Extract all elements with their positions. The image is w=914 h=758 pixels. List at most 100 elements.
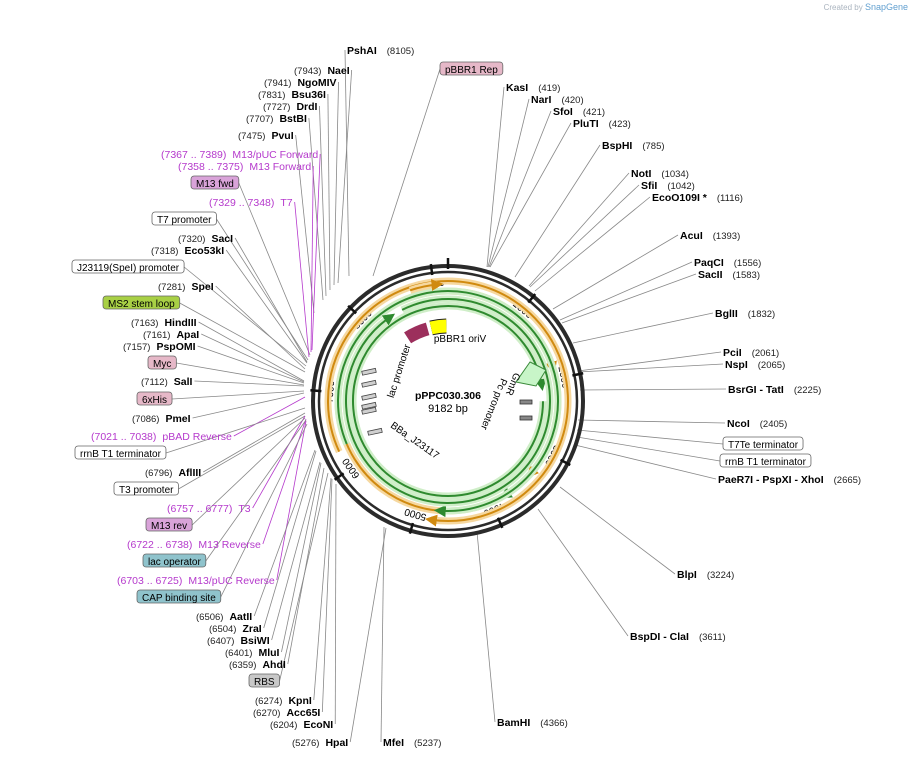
site-position: (7367 .. 7389) xyxy=(161,149,226,161)
site-position: (7320) xyxy=(178,234,205,245)
label-SfoI[interactable]: SfoI(421) xyxy=(553,106,605,118)
label-KpnI[interactable]: (6274)KpnI xyxy=(255,695,312,707)
label-MfeI[interactable]: MfeI(5237) xyxy=(383,737,441,749)
label-SalI[interactable]: (7112)SalI xyxy=(141,376,193,388)
label-AatII[interactable]: (6506)AatII xyxy=(196,611,252,623)
label-T3prom[interactable]: T3 promoter xyxy=(113,481,179,496)
label-BsrGI[interactable]: BsrGI - TatI(2225) xyxy=(728,384,821,396)
label-MS2[interactable]: MS2 stem loop xyxy=(102,295,181,310)
label-DrdI[interactable]: (7727)DrdI xyxy=(263,101,318,113)
label-T7Te[interactable]: T7Te terminator xyxy=(722,436,804,451)
site-name: BamHI xyxy=(497,717,530,729)
pc-promoter-label: Pc promoter xyxy=(478,377,509,432)
site-position: (6757 .. 6777) xyxy=(167,503,232,515)
label-PluTI[interactable]: PluTI(423) xyxy=(573,118,631,130)
leader-line xyxy=(327,93,331,291)
label-M13pUCR[interactable]: (6703 .. 6725)M13/pUC Reverse xyxy=(117,575,275,587)
label-AhdI[interactable]: (6359)AhdI xyxy=(229,659,286,671)
label-PvuI[interactable]: (7475)PvuI xyxy=(238,130,294,142)
site-position: (420) xyxy=(561,95,583,106)
label-PmeI[interactable]: (7086)PmeI xyxy=(132,413,191,425)
label-M13F[interactable]: (7358 .. 7375)M13 Forward xyxy=(178,161,311,173)
label-AcuI[interactable]: AcuI(1393) xyxy=(680,230,740,242)
label-pBADR[interactable]: (7021 .. 7038)pBAD Reverse xyxy=(91,431,232,443)
site-position: (6506) xyxy=(196,612,223,623)
label-PaqCI[interactable]: PaqCI(1556) xyxy=(694,257,761,269)
label-ApaI[interactable]: (7161)ApaI xyxy=(143,329,199,341)
site-name: PvuI xyxy=(271,130,293,142)
label-NarI[interactable]: NarI(420) xyxy=(531,94,584,106)
tick-mark xyxy=(310,389,322,393)
label-BamHI[interactable]: BamHI(4366) xyxy=(497,717,568,729)
label-T3p[interactable]: (6757 .. 6777)T3 xyxy=(167,503,251,515)
label-BglII[interactable]: BglII(1832) xyxy=(715,308,775,320)
label-M13pUCF[interactable]: (7367 .. 7389)M13/pUC Forward xyxy=(161,149,318,161)
label-EcoO109I[interactable]: EcoO109I *(1116) xyxy=(652,192,743,204)
leader-line xyxy=(514,144,601,278)
label-NaeI[interactable]: (7943)NaeI xyxy=(294,65,350,77)
feature-label-box xyxy=(722,436,804,451)
label-T7prom[interactable]: T7 promoter xyxy=(151,211,217,226)
label-M13R[interactable]: (6722 .. 6738)M13 Reverse xyxy=(127,539,261,551)
site-name: BspHI xyxy=(602,140,632,152)
site-name: SacI xyxy=(211,233,233,245)
label-EcoNI[interactable]: (6204)EcoNI xyxy=(270,719,333,731)
label-NgoMIV[interactable]: (7941)NgoMIV xyxy=(264,77,337,89)
label-NcoI[interactable]: NcoI(2405) xyxy=(727,418,787,430)
site-name: MluI xyxy=(258,647,279,659)
label-PaeR7I[interactable]: PaeR7I - PspXI - XhoI(2665) xyxy=(718,474,861,486)
label-AflIII[interactable]: (6796)AflIII xyxy=(145,467,201,479)
label-Eco53kI[interactable]: (7318)Eco53kI xyxy=(151,245,224,257)
label-NspI[interactable]: NspI(2065) xyxy=(725,359,785,371)
label-SfiI[interactable]: SfiI(1042) xyxy=(641,180,695,192)
label-BspHI[interactable]: BspHI(785) xyxy=(602,140,665,152)
label-pBBR1Rep[interactable]: pBBR1 Rep xyxy=(439,61,504,76)
small-feature-glyph xyxy=(519,415,533,421)
label-MluI[interactable]: (6401)MluI xyxy=(225,647,280,659)
label-rrnBT1a[interactable]: rrnB T1 terminator xyxy=(74,445,167,460)
label-SacI[interactable]: (7320) SacI xyxy=(178,233,233,245)
leader-line xyxy=(529,184,640,288)
label-BsiWI[interactable]: (6407)BsiWI xyxy=(207,635,270,647)
label-M13fwd[interactable]: M13 fwd xyxy=(190,175,240,190)
label-SacII[interactable]: SacII(1583) xyxy=(698,269,760,281)
label-ZraI[interactable]: (6504)ZraI xyxy=(209,623,262,635)
site-position: (6504) xyxy=(209,624,236,635)
plasmid-center: pPPC030.306 9182 bp xyxy=(415,390,481,415)
site-position: (5237) xyxy=(414,738,441,749)
label-HpaI[interactable]: (5276)HpaI xyxy=(292,737,348,749)
label-rrnBT1b[interactable]: rrnB T1 terminator xyxy=(719,453,812,468)
label-lacop[interactable]: lac operator xyxy=(142,553,207,568)
leader-line xyxy=(313,477,332,701)
label-CAP[interactable]: CAP binding site xyxy=(136,589,222,604)
label-Bsu36I[interactable]: (7831)Bsu36I xyxy=(258,89,326,101)
site-position: (419) xyxy=(538,83,560,94)
label-Myc[interactable]: Myc xyxy=(147,355,177,370)
label-T7p[interactable]: (7329 .. 7348)T7 xyxy=(209,197,293,209)
label-M13rev[interactable]: M13 rev xyxy=(145,517,193,532)
label-His[interactable]: 6xHis xyxy=(136,391,173,406)
label-HindIII[interactable]: (7163)HindIII xyxy=(131,317,197,329)
label-PspOMI[interactable]: (7157)PspOMI xyxy=(123,341,196,353)
leader-line xyxy=(334,483,337,725)
label-BlpI[interactable]: BlpI(3224) xyxy=(677,569,734,581)
label-J23119[interactable]: J23119(SpeI) promoter xyxy=(71,259,185,274)
label-BstBI[interactable]: (7707)BstBI xyxy=(246,113,307,125)
arc-green-bottom xyxy=(337,290,559,518)
label-PshAI[interactable]: PshAI(8105) xyxy=(347,45,414,57)
label-KasI[interactable]: KasI(419) xyxy=(506,82,560,94)
site-position: (7943) xyxy=(294,66,321,77)
label-PciI[interactable]: PciI(2061) xyxy=(723,347,779,359)
label-SpeI[interactable]: (7281)SpeI xyxy=(158,281,214,293)
leader-line xyxy=(321,478,333,713)
small-feature-glyph xyxy=(361,367,377,376)
label-NotI[interactable]: NotI(1034) xyxy=(631,168,689,180)
label-BspDIClaI[interactable]: BspDI - ClaI(3611) xyxy=(630,631,726,643)
label-Acc65I[interactable]: (6270)Acc65I xyxy=(253,707,320,719)
label-RBS[interactable]: RBS xyxy=(248,673,280,688)
leader-line xyxy=(372,68,441,277)
leader-line xyxy=(311,153,321,351)
feature-label-text: lac operator xyxy=(148,557,201,568)
leader-line xyxy=(215,285,306,370)
